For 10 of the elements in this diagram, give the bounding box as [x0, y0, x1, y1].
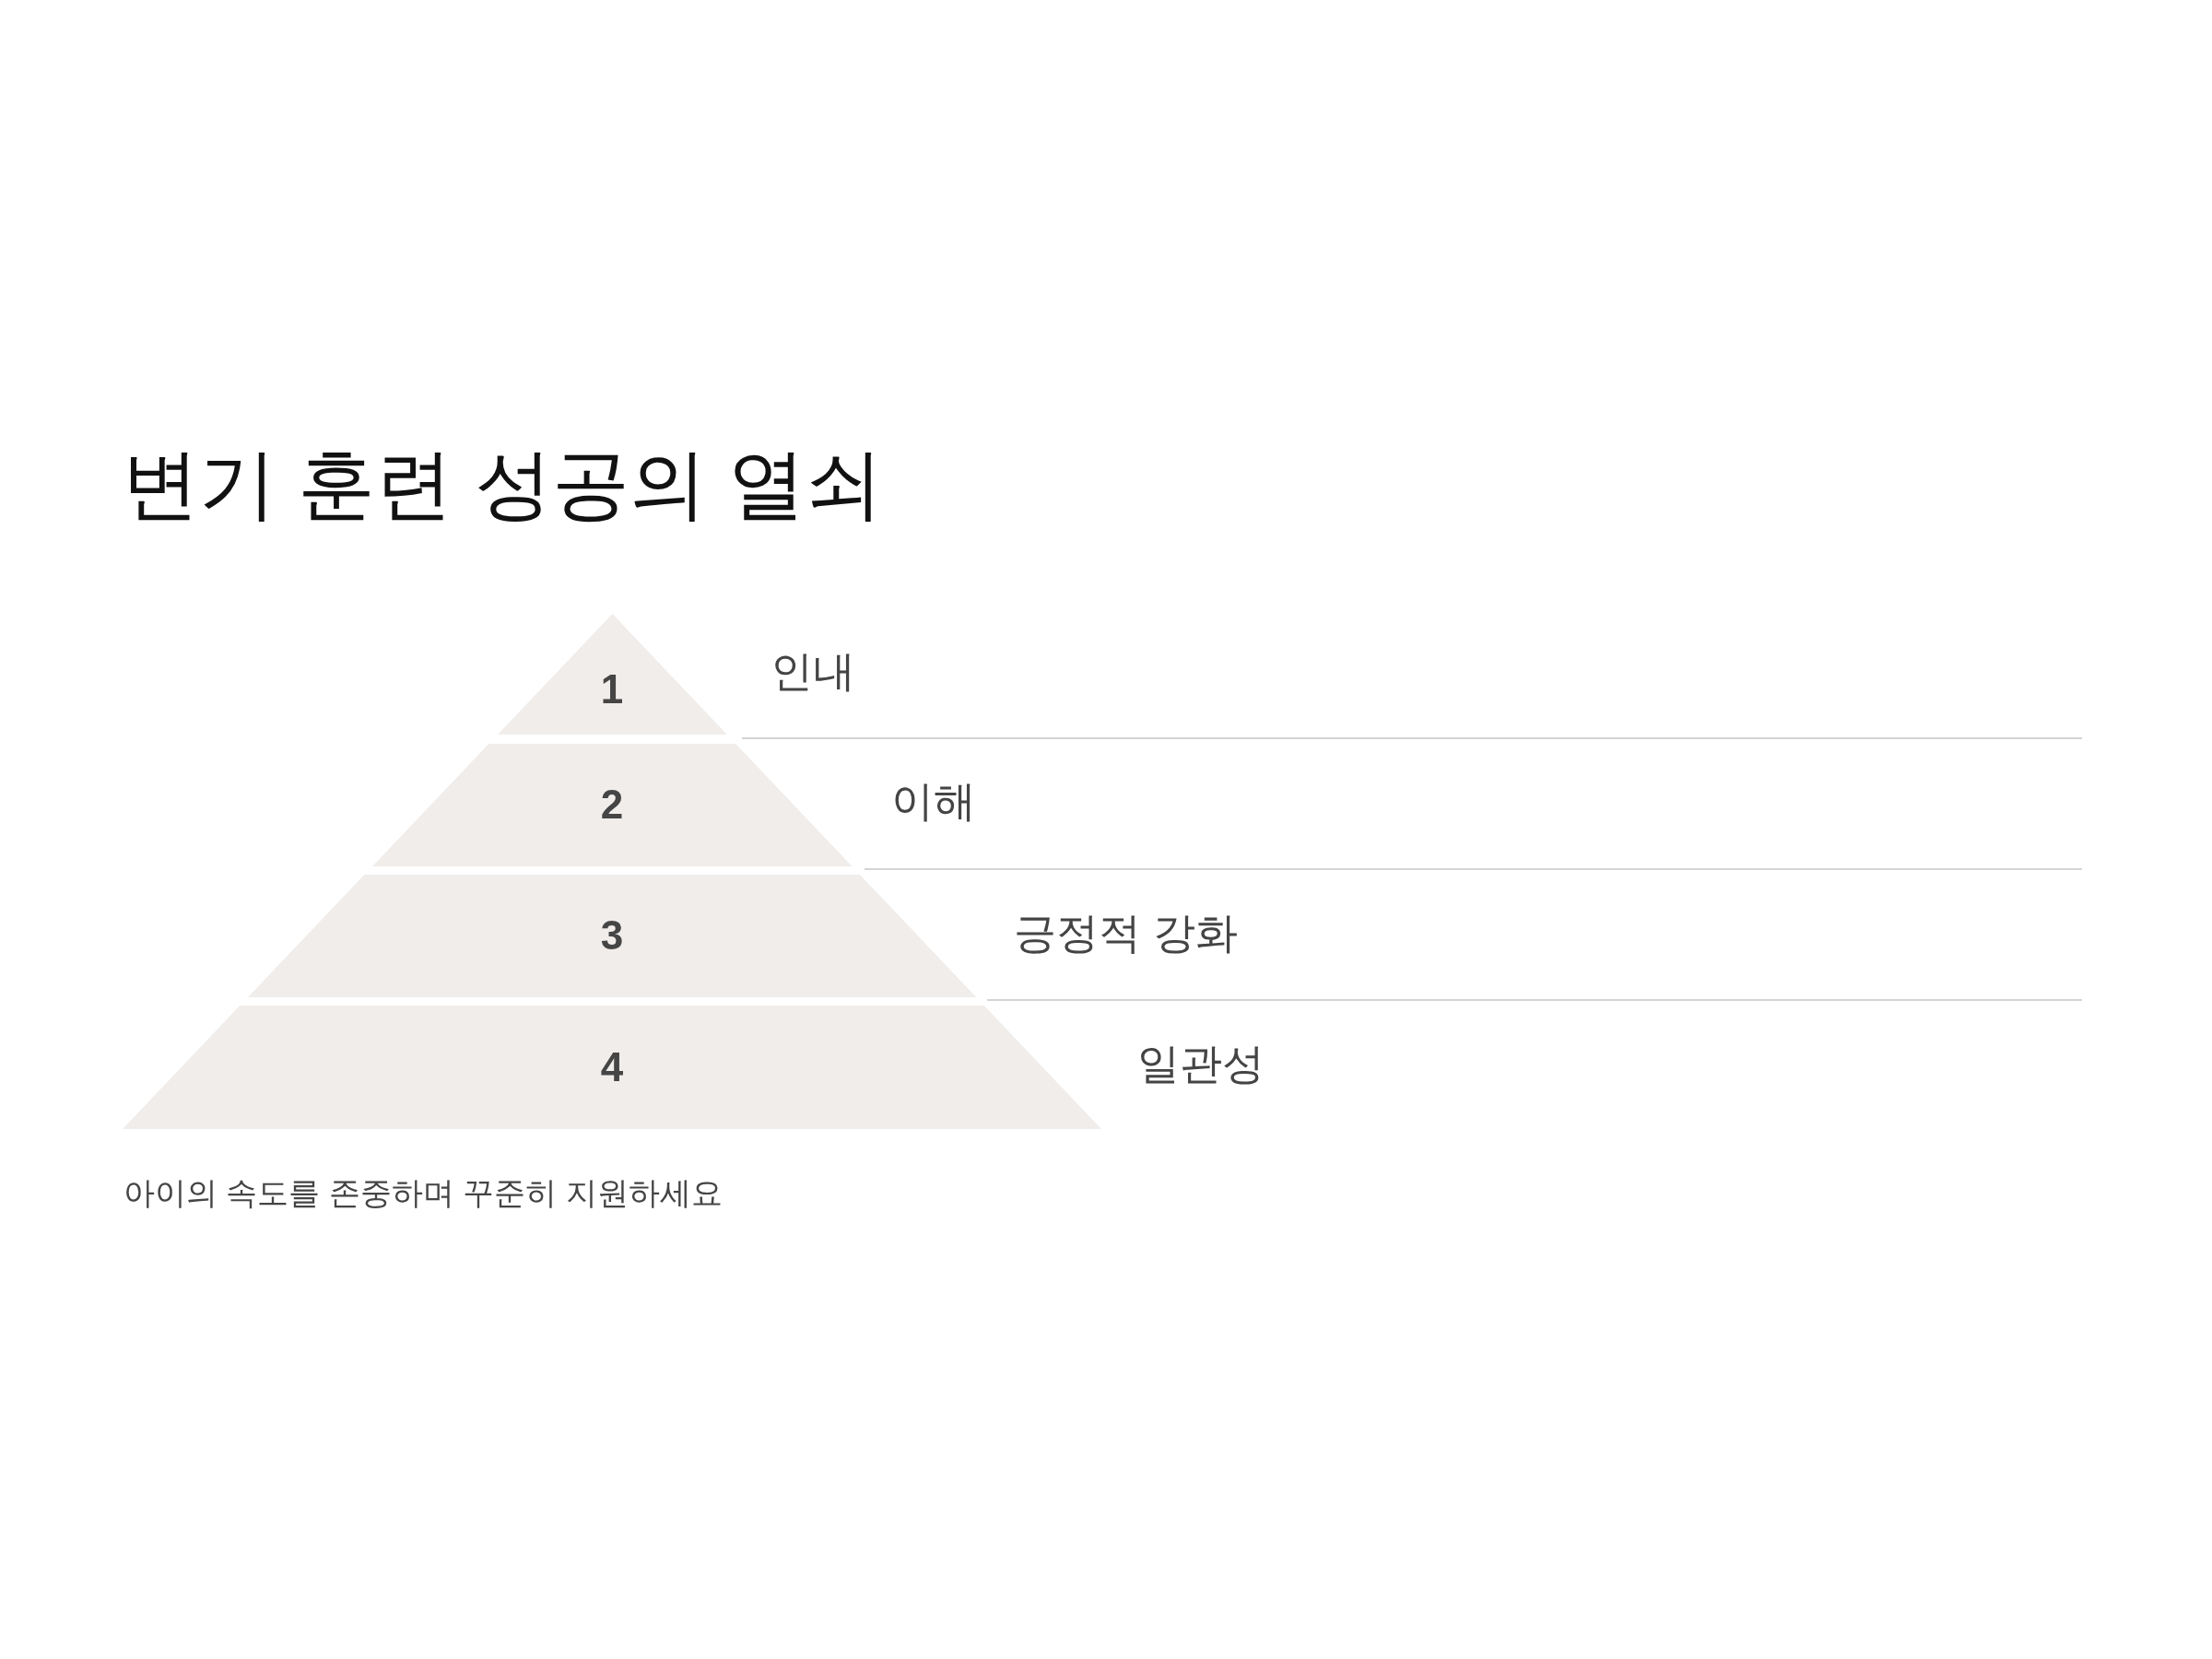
- layer-label: 긍정적 강화: [1014, 908, 1238, 959]
- layer-label: 인내: [771, 646, 855, 697]
- layer-number: 2: [600, 782, 624, 828]
- layer-number: 1: [600, 666, 624, 712]
- caption: 아이의 속도를 존중하며 꾸준히 지원하세요: [124, 1174, 723, 1212]
- title: 변기 훈련 성공의 열쇠: [122, 440, 883, 529]
- layer-label: 일관성: [1137, 1039, 1265, 1089]
- layer-number: 4: [600, 1044, 624, 1090]
- layer-number: 3: [600, 912, 624, 959]
- layer-label: 이해: [891, 776, 976, 827]
